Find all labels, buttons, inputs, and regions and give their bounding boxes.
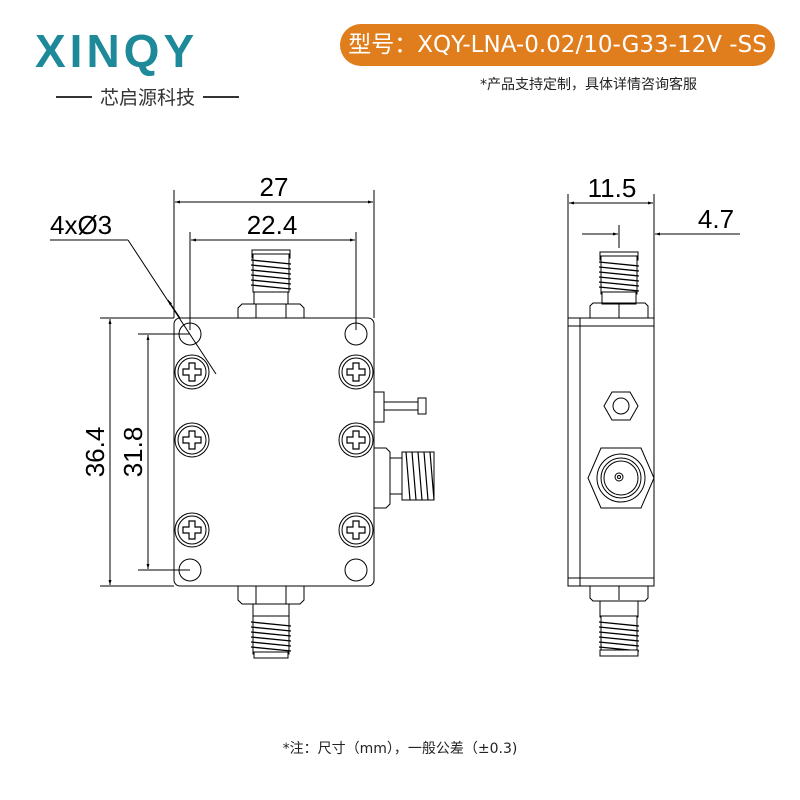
side-view-dimensions: 11.5 4.7 [588, 173, 734, 234]
model-number-badge: 型号：XQY-LNA-0.02/10-G33-12V -SS [340, 24, 775, 66]
side-sma-connector [374, 447, 435, 509]
top-sma-connector [237, 249, 305, 322]
divider [203, 95, 239, 98]
divider [55, 95, 92, 98]
logo-subtitle: 芯启源科技 [35, 83, 260, 110]
front-view-dimensions: 27 22.4 4xØ3 36.4 31.8 [50, 172, 297, 477]
front-view [50, 190, 435, 659]
dc-feed-pin [373, 391, 427, 423]
logo-wordmark: XINQY [35, 25, 199, 77]
tolerance-note: *注：尺寸（mm），一般公差（±0.3) [282, 741, 518, 757]
logo-subtitle-text: 芯启源科技 [99, 87, 195, 109]
dim-hole-spacing-x: 22.4 [247, 210, 298, 240]
dim-width-27: 27 [260, 172, 289, 202]
dim-height-36-4: 36.4 [80, 427, 110, 478]
amplifier-body [173, 317, 375, 587]
dim-hole-callout: 4xØ3 [50, 210, 112, 240]
side-view [567, 194, 740, 657]
dim-connector-offset: 4.7 [698, 204, 734, 234]
customization-note: *产品支持定制，具体详情咨询客服 [480, 77, 697, 93]
dim-depth-11-5: 11.5 [588, 173, 637, 203]
bottom-sma-connector [237, 586, 305, 659]
dim-hole-spacing-y: 31.8 [118, 427, 148, 478]
brand-logo: XINQY 芯启源科技 [35, 25, 260, 110]
